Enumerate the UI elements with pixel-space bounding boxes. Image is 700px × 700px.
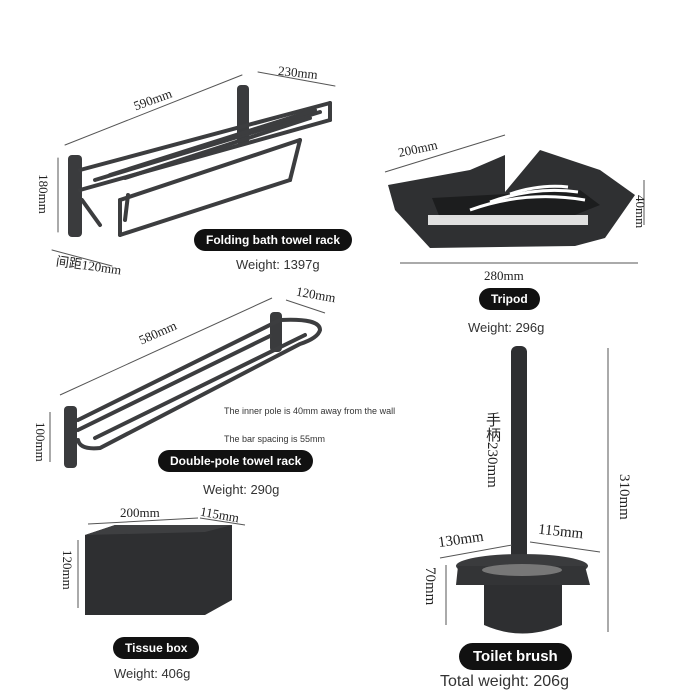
tripod-height-dim: 40mm [633,195,648,229]
towel-rack-weight: Weight: 1397g [236,257,320,272]
toilet-brush-image [439,346,609,634]
tripod-width-dim: 280mm [484,268,524,283]
towel-rack-height-dim: 180mm [35,174,51,214]
folding-towel-rack-image [51,71,336,267]
tissue-box-width-dim: 200mm [120,505,160,520]
double-pole-weight: Weight: 290g [203,482,280,497]
double-pole-spacing-note: The bar spacing is 55mm [224,434,326,444]
tissue-box-image [77,517,246,615]
towel-rack-name-label: Folding bath towel rack [194,229,353,251]
toilet-brush-weight: Total weight: 206g [440,673,569,690]
tripod-shelf-image [384,134,645,264]
toilet-brush-cup-dim: 70mm [422,567,438,606]
tripod-name-label: Tripod [479,288,540,310]
double-pole-inner-note: The inner pole is 40mm away from the wal… [224,406,396,416]
double-pole-name-label: Double-pole towel rack [158,450,314,472]
toilet-brush-handle-dim: 手柄230mm [484,412,500,488]
double-pole-height-dim: 100mm [33,422,48,462]
tissue-box-weight: Weight: 406g [114,666,191,681]
tripod-weight: Weight: 296g [468,320,545,335]
toilet-brush-total-dim: 310mm [616,474,632,520]
toilet-brush-name-label: Toilet brush [459,643,572,670]
tissue-box-name-label: Tissue box [113,637,200,659]
double-pole-rack-image [49,297,326,468]
tissue-box-height-dim: 120mm [60,550,75,590]
